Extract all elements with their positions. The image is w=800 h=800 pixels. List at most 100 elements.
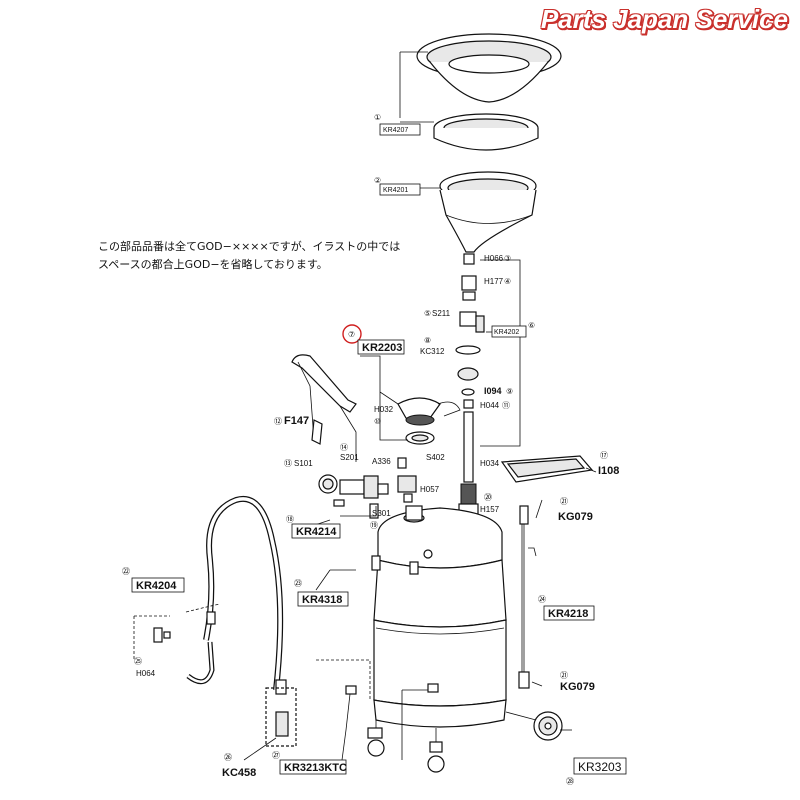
svg-text:⑰: ⑰	[600, 451, 608, 460]
svg-text:KC458: KC458	[222, 767, 256, 779]
svg-text:㉓: ㉓	[294, 579, 302, 588]
svg-text:㉒: ㉒	[122, 567, 130, 576]
svg-text:KR4214: KR4214	[296, 526, 337, 538]
label-part-14: ⑭ S201	[340, 443, 359, 462]
drip-tray	[500, 455, 594, 483]
wheels	[367, 711, 563, 773]
label-part-20: ⑳ H157	[480, 493, 500, 514]
svg-text:KR2203: KR2203	[362, 342, 402, 354]
svg-text:㉑: ㉑	[560, 671, 568, 680]
label-part-18: ⑱ KR4214	[286, 515, 341, 539]
tank-body	[371, 505, 507, 728]
svg-text:KR4201: KR4201	[383, 187, 408, 194]
label-a336: A336	[372, 457, 391, 466]
svg-text:S101: S101	[294, 459, 313, 468]
valve-assembly	[397, 397, 461, 445]
label-part-10: H032 ⑩	[374, 405, 394, 426]
svg-text:①: ①	[374, 113, 381, 122]
label-part-22: ㉒ KR4204	[122, 567, 185, 593]
svg-text:⑦: ⑦	[348, 330, 355, 339]
label-part-4: H177 ④	[484, 277, 511, 286]
svg-text:④: ④	[504, 277, 511, 286]
svg-text:KR3203: KR3203	[578, 760, 622, 774]
svg-text:KR4218: KR4218	[548, 608, 588, 620]
svg-text:㉕: ㉕	[134, 657, 142, 666]
svg-text:⑧: ⑧	[424, 336, 431, 345]
label-part-17: ⑰ I108	[598, 451, 619, 477]
label-part-8: ⑧ KC312	[420, 336, 445, 356]
svg-text:⑩: ⑩	[374, 417, 381, 426]
svg-text:⑤: ⑤	[424, 309, 431, 318]
label-part-21-lower: ㉑ KG079	[560, 671, 595, 693]
svg-text:KR4207: KR4207	[383, 127, 408, 134]
svg-text:KR4318: KR4318	[302, 594, 342, 606]
svg-text:⑱: ⑱	[286, 515, 294, 524]
note-line-1: この部品品番は全てGOD−××××ですが、イラストの中では	[98, 240, 401, 253]
label-part-27: ㉗ KR3213KTC	[272, 751, 347, 775]
svg-text:KG079: KG079	[560, 681, 595, 693]
brand-logo: Parts Japan Service	[540, 4, 788, 34]
svg-text:F147: F147	[284, 415, 309, 427]
label-part-11: H044 ⑪	[480, 401, 510, 410]
svg-text:⑪: ⑪	[502, 401, 510, 410]
svg-text:S211: S211	[432, 309, 451, 318]
svg-text:S201: S201	[340, 453, 359, 462]
svg-text:KR3213KTC: KR3213KTC	[284, 762, 347, 774]
svg-text:⑳: ⑳	[484, 493, 492, 502]
svg-text:KC312: KC312	[420, 347, 445, 356]
label-part-28: ㉘ KR3203	[566, 757, 627, 786]
svg-text:㉗: ㉗	[272, 751, 280, 760]
svg-text:S301: S301	[372, 509, 391, 518]
svg-text:⑫: ⑫	[274, 417, 282, 426]
svg-text:H032: H032	[374, 405, 394, 414]
label-part-26: ㉖ KC458	[222, 753, 256, 779]
label-part-23: ㉓ KR4318	[294, 579, 349, 607]
label-part-9: I094 ⑨	[484, 386, 513, 396]
svg-text:H057: H057	[420, 485, 440, 494]
label-part-13: ⑬ S101	[284, 459, 313, 468]
label-part-1: ① KR4207	[374, 113, 421, 136]
note-line-2: スペースの都合上GOD−を省略しております。	[98, 258, 328, 271]
strainer-ring	[433, 113, 539, 151]
svg-text:㉘: ㉘	[566, 777, 574, 786]
svg-text:㉑: ㉑	[560, 497, 568, 506]
label-part-19: S301 ⑲	[370, 509, 391, 530]
label-part-7: ⑦ KR2203	[342, 324, 405, 355]
svg-text:H066: H066	[484, 254, 504, 263]
drain-outlet	[265, 679, 297, 747]
svg-text:KG079: KG079	[558, 511, 593, 523]
svg-text:⑥: ⑥	[528, 321, 535, 330]
svg-text:KR4204: KR4204	[136, 580, 177, 592]
funnel-cone	[439, 171, 537, 253]
svg-text:S402: S402	[426, 453, 445, 462]
hose-loop	[153, 495, 284, 691]
svg-text:KR4202: KR4202	[494, 329, 519, 336]
label-s402: S402	[426, 453, 445, 462]
svg-text:A336: A336	[372, 457, 391, 466]
svg-text:⑭: ⑭	[340, 443, 348, 452]
svg-text:I094: I094	[484, 386, 502, 396]
svg-text:③: ③	[504, 254, 511, 263]
dip-tube	[518, 505, 537, 689]
svg-text:②: ②	[374, 176, 381, 185]
svg-text:H157: H157	[480, 505, 500, 514]
svg-text:H064: H064	[136, 669, 156, 678]
svg-text:⑬: ⑬	[284, 459, 292, 468]
label-part-21: ㉑ KG079	[558, 497, 593, 523]
gauge-block	[318, 457, 417, 519]
label-h057: H057	[420, 485, 440, 494]
pipe-fittings	[455, 253, 485, 515]
svg-text:I108: I108	[598, 465, 619, 477]
svg-text:㉔: ㉔	[538, 595, 546, 604]
label-part-5: ⑤ S211	[424, 309, 451, 318]
handle-frame	[291, 354, 357, 462]
svg-text:㉖: ㉖	[224, 753, 232, 762]
label-part-2: ② KR4201	[374, 176, 421, 196]
svg-text:H177: H177	[484, 277, 504, 286]
label-part-12: ⑫ F147	[274, 415, 309, 427]
svg-text:H044: H044	[480, 401, 500, 410]
part-number-note: この部品品番は全てGOD−××××ですが、イラストの中では スペースの都合上GO…	[98, 238, 458, 274]
label-part-24: ㉔ KR4218	[538, 595, 595, 621]
label-part-6: KR4202 ⑥	[491, 321, 535, 338]
